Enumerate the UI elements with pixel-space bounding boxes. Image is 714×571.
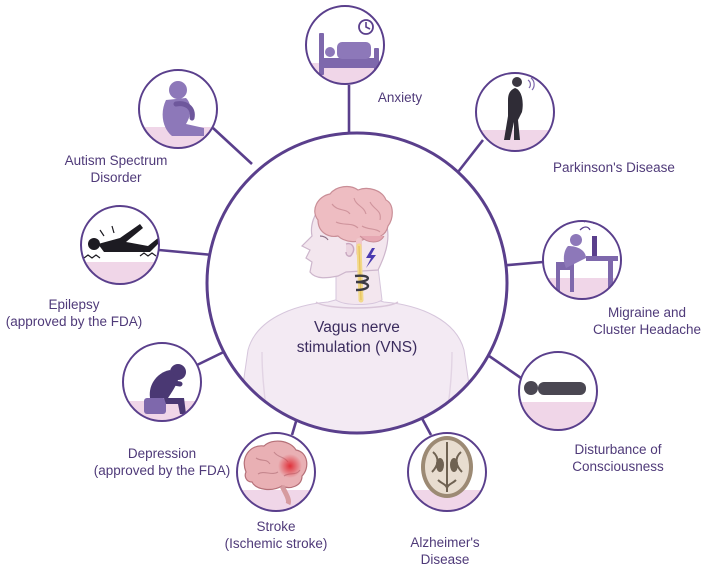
migraine-node [542,220,622,300]
anxiety-node [305,5,385,85]
label-parkinsons: Parkinson's Disease [553,160,675,175]
autism-node [138,69,218,149]
label-migraine: Migraine and Cluster Headache [592,305,702,337]
label-consciousness: Disturbance of Consciousness [572,442,664,474]
bed-clock-icon [306,19,384,84]
stroke-node [236,432,316,512]
depression-node [122,342,202,422]
parkinsons-node [475,72,555,152]
label-stroke: Stroke (Ischemic stroke) [224,519,328,551]
label-alzheimers: Alzheimer's Disease [410,535,480,567]
center-label: Vagus nerve stimulation (VNS) [296,319,418,356]
vns-main-circle [205,131,509,435]
consciousness-node [518,351,598,431]
alzheimers-node [407,432,487,512]
label-autism: Autism Spectrum Disorder [64,153,168,185]
epilepsy-node [80,205,160,285]
label-depression: Depression (approved by the FDA) [93,446,231,478]
label-anxiety: Anxiety [377,90,423,105]
label-epilepsy: Epilepsy (approved by the FDA) [5,297,143,329]
